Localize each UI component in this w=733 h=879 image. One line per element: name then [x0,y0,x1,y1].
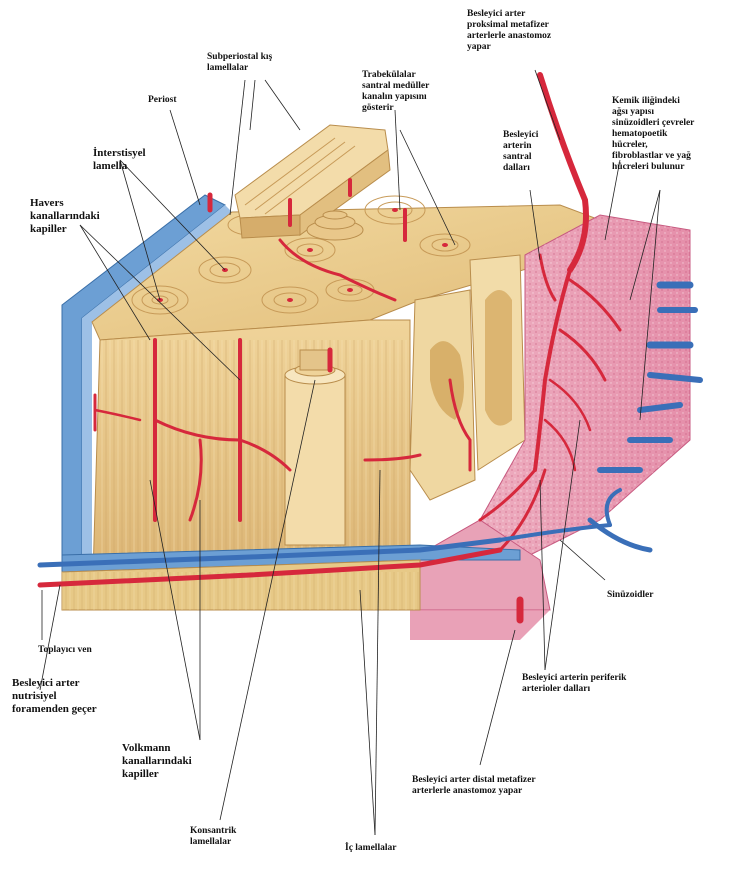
label-besleyici-santral: Besleyici arterin santral dalları [503,130,538,174]
label-periost: Periost [148,95,177,106]
label-konsantrik: Konsantrik lamellalar [190,826,236,848]
label-interstisyel: İnterstisyel lamella [93,147,146,173]
label-distal-metafizer: Besleyici arter distal metafizer arterle… [412,775,536,797]
label-sinuzoidler: Sinüzoidler [607,590,653,601]
label-trabekuller: Trabekülalar santral medüller kanalın ya… [362,70,429,114]
label-toplayici-ven: Toplayıcı ven [38,645,92,656]
label-besleyici-foramen: Besleyici arter nutrisiyel foramenden ge… [12,677,97,716]
label-besleyici-periferik: Besleyici arterin periferik arterioler d… [522,673,626,695]
label-ic-lamellalar: İç lamellalar [345,843,396,854]
label-kemik-iligi: Kemik iliğindeki ağsı yapısı sinüzoidler… [612,96,694,173]
label-havers: Havers kanallarındaki kapiller [30,197,100,236]
label-besleyici-arter-proksimal: Besleyici arter proksimal metafizer arte… [467,9,551,53]
label-volkmann: Volkmann kanallarındaki kapiller [122,742,192,781]
label-subperiosteal: Subperiostal kış lamellalar [207,52,272,74]
